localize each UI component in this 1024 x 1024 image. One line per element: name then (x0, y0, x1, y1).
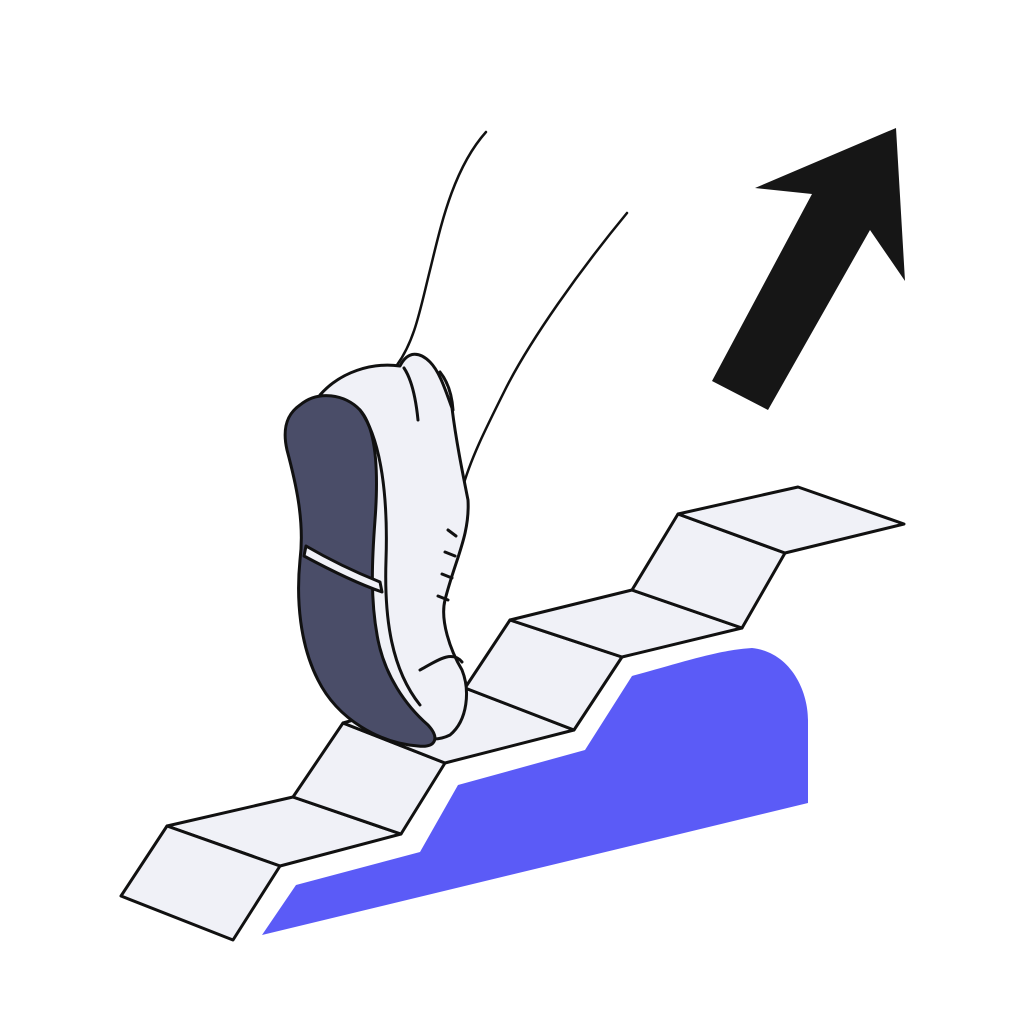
leg-back-line (395, 130, 488, 367)
staircase-icon (119, 485, 906, 942)
up-arrow-icon (712, 128, 905, 410)
leg-front-line (460, 211, 629, 492)
shoe-laces (436, 528, 458, 602)
stair-shadow (262, 648, 808, 935)
shoe-icon (283, 352, 470, 748)
shoe-welt-line (358, 408, 422, 707)
step-4-tread (676, 485, 906, 555)
leg-icon (395, 130, 629, 492)
shoe-toe-line (418, 655, 464, 672)
step-1-riser (119, 824, 282, 942)
sole-split-line (302, 544, 384, 594)
shoe-sole (283, 394, 437, 748)
shoe-tongue (402, 366, 455, 422)
